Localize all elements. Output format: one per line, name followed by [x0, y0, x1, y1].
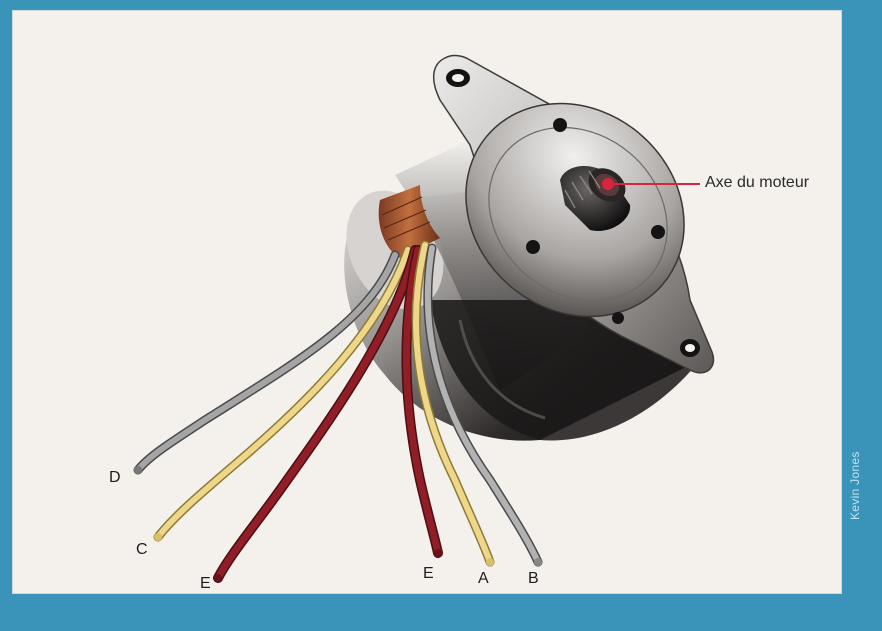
wire-label-b: B — [528, 571, 539, 587]
wire-label-c: C — [136, 542, 148, 558]
shaft-label: Axe du moteur — [705, 175, 809, 191]
wire-label-e-left: E — [200, 576, 211, 592]
illustrator-credit: Kevin Jones — [848, 430, 862, 520]
wire-label-e-right: E — [423, 566, 434, 582]
wire-label-a: A — [478, 571, 489, 587]
wire-label-d: D — [109, 470, 121, 486]
